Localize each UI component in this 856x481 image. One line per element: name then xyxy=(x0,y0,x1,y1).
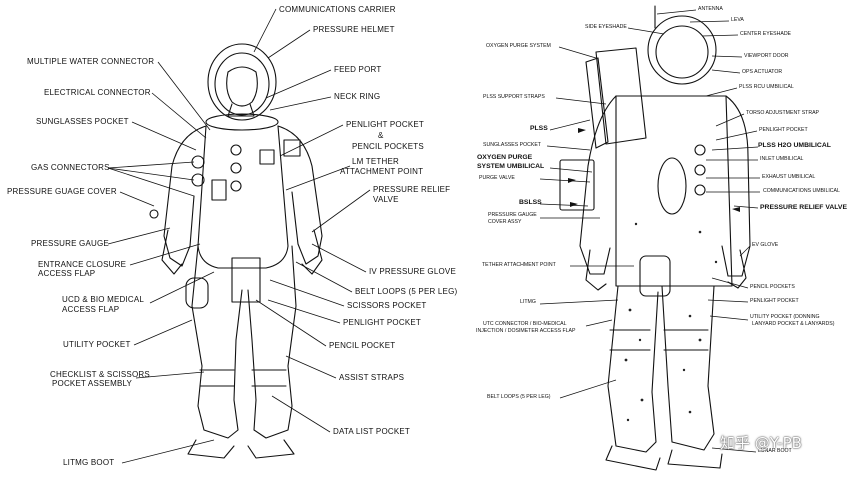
label-ampersand: & xyxy=(378,131,384,140)
label-feed-port: FEED PORT xyxy=(334,65,382,74)
label-viewport-door: VIEWPORT DOOR xyxy=(744,53,789,59)
left-leader-lines xyxy=(107,8,371,464)
label-neck-ring: NECK RING xyxy=(334,92,381,101)
label-ev-glove: EV GLOVE xyxy=(752,242,779,248)
label-purge-valve: PURGE VALVE xyxy=(479,175,515,181)
label-access-flap-2: ACCESS FLAP xyxy=(62,305,120,314)
label-leva: LEVA xyxy=(731,17,744,23)
label-inlet-umbilical: INLET UMBILICAL xyxy=(760,156,804,162)
label-oxygen-purge: OXYGEN PURGE xyxy=(477,154,533,161)
label-belt-loops: BELT LOOPS (5 PER LEG) xyxy=(355,287,458,296)
label-utc-connector: UTC CONNECTOR / BIO-MEDICAL xyxy=(483,321,567,327)
label-pressure-gauge: PRESSURE GAUGE xyxy=(31,239,109,248)
label-electrical-connector: ELECTRICAL CONNECTOR xyxy=(44,88,151,97)
label-injection-dosimeter: INJECTION / DOSIMETER ACCESS FLAP xyxy=(476,328,576,334)
label-lm-tether: LM TETHER xyxy=(352,157,399,166)
watermark: 知乎 @Y-PB xyxy=(720,434,802,452)
label-penlight-pocket-r2: PENLIGHT POCKET xyxy=(750,298,799,304)
right-leader-lines xyxy=(539,9,760,453)
label-data-list-pocket: DATA LIST POCKET xyxy=(333,427,410,436)
label-plss-rcu-umbilical: PLSS RCU UMBILICAL xyxy=(739,84,794,90)
label-pressure-guage-cover: PRESSURE GUAGE COVER xyxy=(7,187,117,196)
label-tether-attachment-point: TETHER ATTACHMENT POINT xyxy=(482,262,556,268)
left-suit-figure xyxy=(149,43,323,459)
label-lanyard-pocket: LANYARD POCKET & LANYARDS) xyxy=(752,321,835,327)
label-multiple-water-connector: MULTIPLE WATER CONNECTOR xyxy=(27,57,155,66)
label-pocket-assembly: POCKET ASSEMBLY xyxy=(52,379,133,388)
label-penlight-pocket: PENLIGHT POCKET xyxy=(346,120,424,129)
label-valve: VALVE xyxy=(373,195,399,204)
label-torso-adjustment-strap: TORSO ADJUSTMENT STRAP xyxy=(746,110,820,116)
label-cover-assy: COVER ASSY xyxy=(488,219,522,225)
label-attachment-point: ATTACHMENT POINT xyxy=(340,167,424,176)
label-belt-loops-r: BELT LOOPS (5 PER LEG) xyxy=(487,394,551,400)
label-access-flap-1: ACCESS FLAP xyxy=(38,269,96,278)
label-ucd-bio-medical: UCD & BIO MEDICAL xyxy=(62,295,145,304)
label-exhaust-umbilical: EXHAUST UMBILICAL xyxy=(762,174,816,180)
label-plss-h2o-umbilical: PLSS H2O UMBILICAL xyxy=(758,142,831,149)
label-pencil-pockets-r: PENCIL POCKETS xyxy=(750,284,795,290)
label-entrance-closure: ENTRANCE CLOSURE xyxy=(38,260,127,269)
label-sunglasses-pocket: SUNGLASSES POCKET xyxy=(36,117,129,126)
label-sunglasses-pocket-r: SUNGLASSES POCKET xyxy=(483,142,541,148)
label-bslss: BSLSS xyxy=(519,199,542,206)
arrow-markers xyxy=(568,128,740,212)
label-side-eyeshade: SIDE EYESHADE xyxy=(585,24,627,30)
label-penlight-pocket-r: PENLIGHT POCKET xyxy=(759,127,808,133)
label-litmg-boot: LITMG BOOT xyxy=(63,458,115,467)
label-communications-carrier: COMMUNICATIONS CARRIER xyxy=(279,5,396,14)
label-lunar-boot: LUNAR BOOT xyxy=(758,448,792,454)
suit-texture xyxy=(624,222,718,422)
label-plss: PLSS xyxy=(530,125,548,132)
label-litmg: LITMG xyxy=(520,299,536,305)
label-pressure-relief-valve: PRESSURE RELIEF VALVE xyxy=(760,204,847,211)
label-scissors-pocket: SCISSORS POCKET xyxy=(347,301,427,310)
label-oxygen-purge-system: OXYGEN PURGE SYSTEM xyxy=(486,43,551,49)
label-penlight-pocket-2: PENLIGHT POCKET xyxy=(343,318,421,327)
label-pressure-gauge-r: PRESSURE GAUGE xyxy=(488,212,537,218)
label-pencil-pockets: PENCIL POCKETS xyxy=(352,142,424,151)
label-utility-pocket: UTILITY POCKET xyxy=(63,340,131,349)
label-communications-umbilical: COMMUNICATIONS UMBILICAL xyxy=(763,188,840,194)
label-pressure-helmet: PRESSURE HELMET xyxy=(313,25,395,34)
label-gas-connectors: GAS CONNECTORS xyxy=(31,163,110,172)
label-antenna: ANTENNA xyxy=(698,6,723,12)
label-ops-actuator: OPS ACTUATOR xyxy=(742,69,783,75)
right-suit-figure xyxy=(559,5,751,471)
label-pencil-pocket: PENCIL POCKET xyxy=(329,341,396,350)
label-pressure-relief: PRESSURE RELIEF xyxy=(373,185,451,194)
label-utility-pocket-r: UTILITY POCKET (DONNING xyxy=(750,314,820,320)
label-checklist-scissors: CHECKLIST & SCISSORS xyxy=(50,370,150,379)
label-assist-straps: ASSIST STRAPS xyxy=(339,373,405,382)
label-plss-support-straps: PLSS SUPPORT STRAPS xyxy=(483,94,545,100)
label-iv-pressure-glove: IV PRESSURE GLOVE xyxy=(369,267,456,276)
label-system-umbilical: SYSTEM UMBILICAL xyxy=(477,163,545,170)
label-center-eyeshade: CENTER EYESHADE xyxy=(740,31,792,37)
